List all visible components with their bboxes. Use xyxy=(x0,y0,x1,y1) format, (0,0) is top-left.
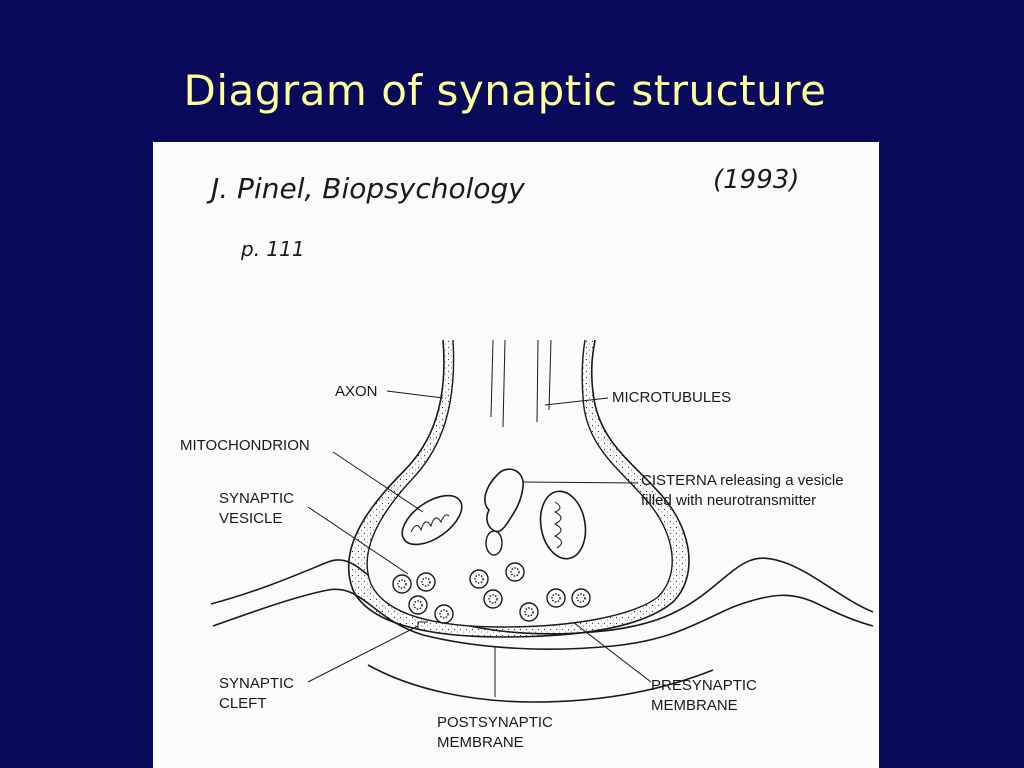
label-mitochondrion: MITOCHONDRION xyxy=(180,437,310,454)
label-cisterna-line1: CISTERNA releasing a vesicle xyxy=(641,472,844,489)
cisterna xyxy=(484,468,524,556)
postsynaptic-membrane-curve xyxy=(212,588,874,650)
microtubules xyxy=(490,339,552,428)
label-synaptic-cleft-line2: CLEFT xyxy=(219,695,267,712)
mitochondrion-left xyxy=(401,494,463,546)
label-postsynaptic-line1: POSTSYNAPTIC xyxy=(437,714,553,731)
label-synaptic-cleft-line1: SYNAPTIC xyxy=(219,675,294,692)
label-synaptic-vesicle-line1: SYNAPTIC xyxy=(219,490,294,507)
handwritten-citation: J. Pinel, Biopsychology xyxy=(206,172,525,205)
label-microtubules: MICROTUBULES xyxy=(612,389,731,406)
slide-title: Diagram of synaptic structure xyxy=(183,66,827,115)
label-synaptic-vesicle-line2: VESICLE xyxy=(219,510,282,527)
synaptic-vesicles xyxy=(392,562,591,624)
synapse-diagram: J. Pinel, Biopsychology (1993) p. 111 xyxy=(180,165,874,751)
figure-panel: J. Pinel, Biopsychology (1993) p. 111 xyxy=(153,142,879,768)
handwritten-year: (1993) xyxy=(713,165,799,195)
label-postsynaptic-line2: MEMBRANE xyxy=(437,734,524,751)
cleft-marker xyxy=(417,621,428,630)
label-presynaptic-line1: PRESYNAPTIC xyxy=(651,677,757,694)
label-axon: AXON xyxy=(335,383,378,400)
label-cisterna-line2: filled with neurotransmitter xyxy=(641,492,816,509)
handwritten-page: p. 111 xyxy=(240,237,305,261)
mitochondrion-right xyxy=(539,490,587,560)
label-presynaptic-line2: MEMBRANE xyxy=(651,697,738,714)
leader-lines xyxy=(307,390,652,697)
postsynaptic-lower-curve xyxy=(367,664,714,703)
